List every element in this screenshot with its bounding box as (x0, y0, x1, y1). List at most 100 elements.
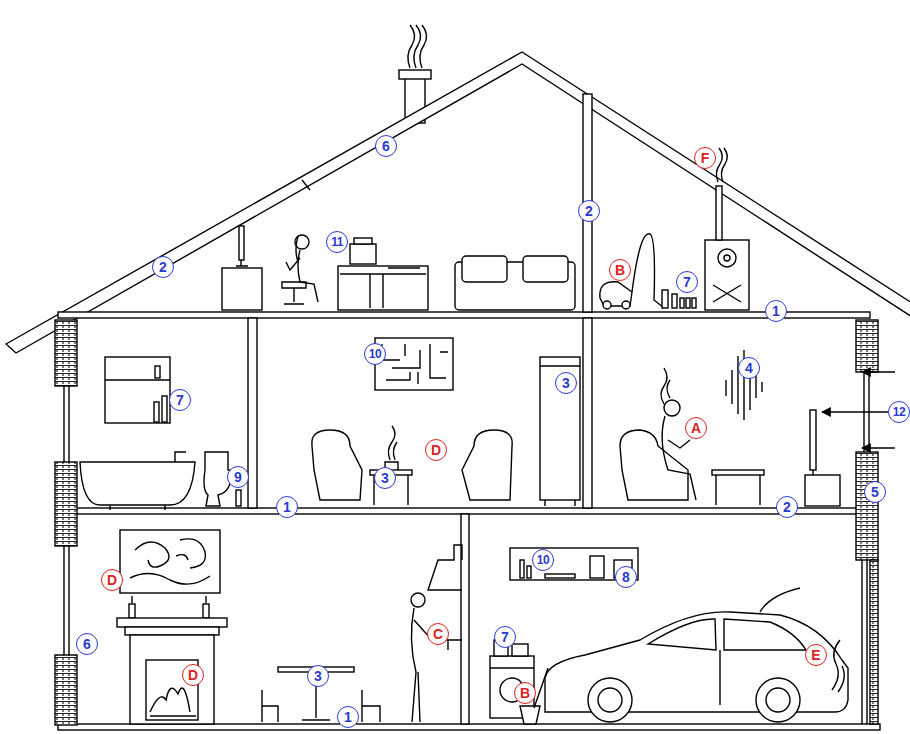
living-room (540, 366, 580, 506)
floor-slab (58, 312, 880, 730)
smoking-room (805, 475, 840, 506)
attic-furniture (713, 285, 741, 302)
smoking-room (726, 350, 762, 420)
attic-furniture (672, 294, 677, 308)
infiltration-arrow (862, 447, 895, 448)
callout-number: 9 (227, 466, 249, 488)
callout-number: 1 (276, 496, 298, 518)
callout-number: 2 (152, 256, 174, 278)
chimney (399, 70, 431, 79)
callout-number: 10 (364, 343, 386, 365)
attic-furniture (462, 256, 507, 282)
attic-furniture (222, 148, 749, 310)
wall (55, 320, 77, 386)
callout-number: 1 (337, 706, 359, 728)
wall (856, 320, 878, 372)
dining-kitchen (203, 604, 209, 618)
attic-furniture (622, 301, 630, 309)
callout-number: 5 (864, 481, 886, 503)
callout-number: 7 (676, 271, 698, 293)
garage (490, 548, 848, 724)
dining-kitchen (125, 627, 219, 635)
attic-furniture (236, 260, 248, 266)
infiltration-arrow (822, 372, 895, 448)
callout-number: 12 (888, 401, 910, 423)
bathroom-fixture (162, 396, 167, 422)
garage (598, 688, 622, 712)
attic-furniture (603, 301, 611, 309)
infiltration-arrow (822, 411, 888, 412)
callout-number: 1 (765, 300, 787, 322)
attic-furniture (222, 268, 262, 310)
attic-furniture (716, 148, 727, 182)
callout-letter: A (685, 417, 707, 439)
callout-letter: F (694, 147, 716, 169)
callout-number: 6 (375, 135, 397, 157)
living-room (385, 426, 398, 470)
floor-slab (58, 312, 870, 318)
attic-furniture (680, 298, 684, 308)
bathroom-fixture (80, 462, 195, 505)
garage (520, 706, 540, 724)
attic-furniture (718, 249, 736, 267)
dining-kitchen (262, 690, 380, 722)
smoking-room (664, 400, 680, 416)
bathroom-fixture (154, 402, 159, 422)
callout-letter: D (182, 664, 204, 686)
wall (248, 318, 257, 508)
attic-furniture (686, 298, 690, 308)
dining-kitchen (411, 593, 425, 607)
callout-number: 7 (494, 626, 516, 648)
dining-kitchen (129, 604, 135, 618)
smoking-room (712, 470, 764, 475)
callout-letter: E (805, 644, 827, 666)
callout-number: 6 (76, 633, 98, 655)
living-room (312, 338, 580, 506)
wall (55, 94, 878, 725)
garage (588, 678, 632, 722)
dining-kitchen (150, 715, 196, 716)
bathroom-fixture (105, 379, 170, 380)
attic-furniture (632, 234, 664, 308)
wall (64, 546, 69, 655)
bathroom-fixture (80, 357, 241, 510)
bathroom-fixture (155, 366, 160, 378)
attic-furniture (692, 298, 696, 308)
callout-letter: D (101, 569, 123, 591)
garage (527, 566, 531, 578)
dining-kitchen (411, 608, 448, 722)
dining-kitchen (428, 545, 462, 590)
smoking-room (620, 430, 688, 500)
garage (512, 644, 528, 656)
callout-number: 2 (776, 496, 798, 518)
bathroom-fixture (110, 452, 186, 510)
callout-number: 10 (532, 549, 554, 571)
callout-number: 4 (738, 357, 760, 379)
floor-slab (58, 724, 880, 730)
attic-furniture (716, 186, 722, 240)
garage (590, 556, 604, 578)
attic-furniture (523, 256, 568, 282)
garage (756, 678, 800, 722)
wall (64, 386, 69, 462)
roof (6, 52, 910, 353)
attic-furniture (724, 255, 730, 261)
dining-kitchen (120, 530, 220, 593)
dining-kitchen (132, 596, 206, 603)
wall (55, 655, 77, 725)
attic-furniture (705, 240, 749, 310)
callout-number: 3 (374, 467, 396, 489)
wall (55, 462, 77, 546)
wall (862, 560, 867, 724)
callout-number: 7 (169, 389, 191, 411)
dining-kitchen (117, 530, 462, 724)
roof (302, 180, 310, 190)
bathroom-fixture (236, 490, 241, 506)
callout-letter: D (425, 439, 447, 461)
dining-kitchen (117, 618, 227, 627)
attic-furniture (662, 290, 668, 308)
smoking-room (661, 368, 670, 404)
smoking-room (716, 475, 760, 505)
attic-furniture (239, 226, 244, 260)
callout-number: 2 (578, 200, 600, 222)
